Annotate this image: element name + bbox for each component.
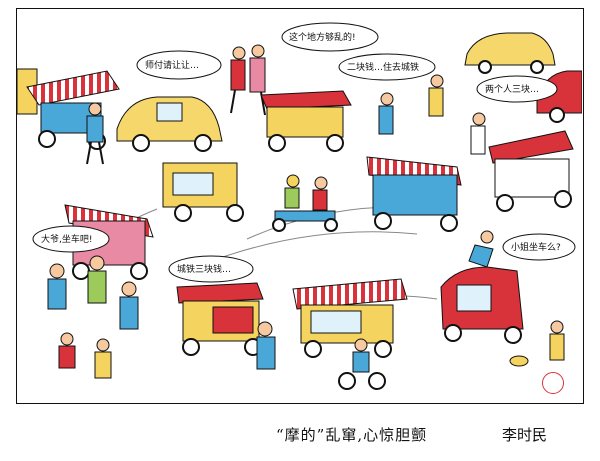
scooter-riders: [272, 174, 338, 232]
tricycle-right-mid: [488, 130, 574, 212]
taxi-yellow-left: [116, 96, 223, 152]
artist-seal: [542, 372, 564, 394]
person-driver-topleft: [86, 102, 104, 165]
speech-miss-text: 小姐坐车么?: [511, 241, 561, 253]
speech-bubble-miss: 小姐坐车么?: [502, 233, 576, 261]
tricycle-red-lowerright: [440, 266, 524, 344]
speech-two-people-text: 两个人三块…: [485, 83, 539, 95]
speech-bubble-two-people: 两个人三块…: [476, 75, 558, 103]
speech-two-yuan-text: 二块钱…住去城铁: [347, 61, 419, 73]
speech-city-rail-text: 城铁三块钱…: [177, 263, 231, 275]
walking-couple: [230, 44, 266, 116]
tricycle-red-top: [260, 90, 352, 152]
speech-driver-text: 师付请让让…: [145, 59, 199, 71]
cartoon-illustration: 师付请让让… 这个地方够乱的! 二块钱…住去城铁 两个人三块… 大爷,坐车吧! …: [17, 22, 582, 390]
tricycle-yellow-mid: [162, 162, 244, 222]
speech-bubble-city-rail: 城铁三块钱…: [168, 255, 254, 283]
tricycle-blue-canopy: [366, 156, 462, 232]
falling-pedestrian: [468, 230, 494, 268]
pedestrians-topright: [378, 74, 486, 155]
tricycle-striped-center: [292, 278, 408, 358]
speech-couple-text: 这个地方够乱的!: [289, 31, 356, 43]
tricycle-red-lower: [176, 282, 264, 356]
speech-bubble-two-yuan: 二块钱…住去城铁: [338, 53, 436, 81]
person-blue-lower: [256, 321, 276, 370]
speech-bubble-couple: 这个地方够乱的!: [281, 22, 379, 52]
speech-bubble-driver: 师付请让让…: [136, 50, 222, 80]
woman-with-dog: [509, 320, 565, 367]
speech-bubble-grandpa: 大爷,坐车吧!: [32, 225, 110, 253]
cartoon-frame: 师付请让让… 这个地方够乱的! 二块钱…住去城铁 两个人三块… 大爷,坐车吧! …: [16, 8, 584, 404]
taxi-topright: [464, 32, 556, 74]
tricycle-topleft: [17, 68, 120, 150]
cartoon-caption: “摩的”乱窜,心惊胆颤: [276, 426, 428, 444]
author-name: 李时民: [502, 426, 548, 444]
bicycle-rider: [338, 338, 386, 390]
speech-grandpa-text: 大爷,坐车吧!: [41, 233, 92, 245]
people-lowerleft: [47, 255, 139, 379]
